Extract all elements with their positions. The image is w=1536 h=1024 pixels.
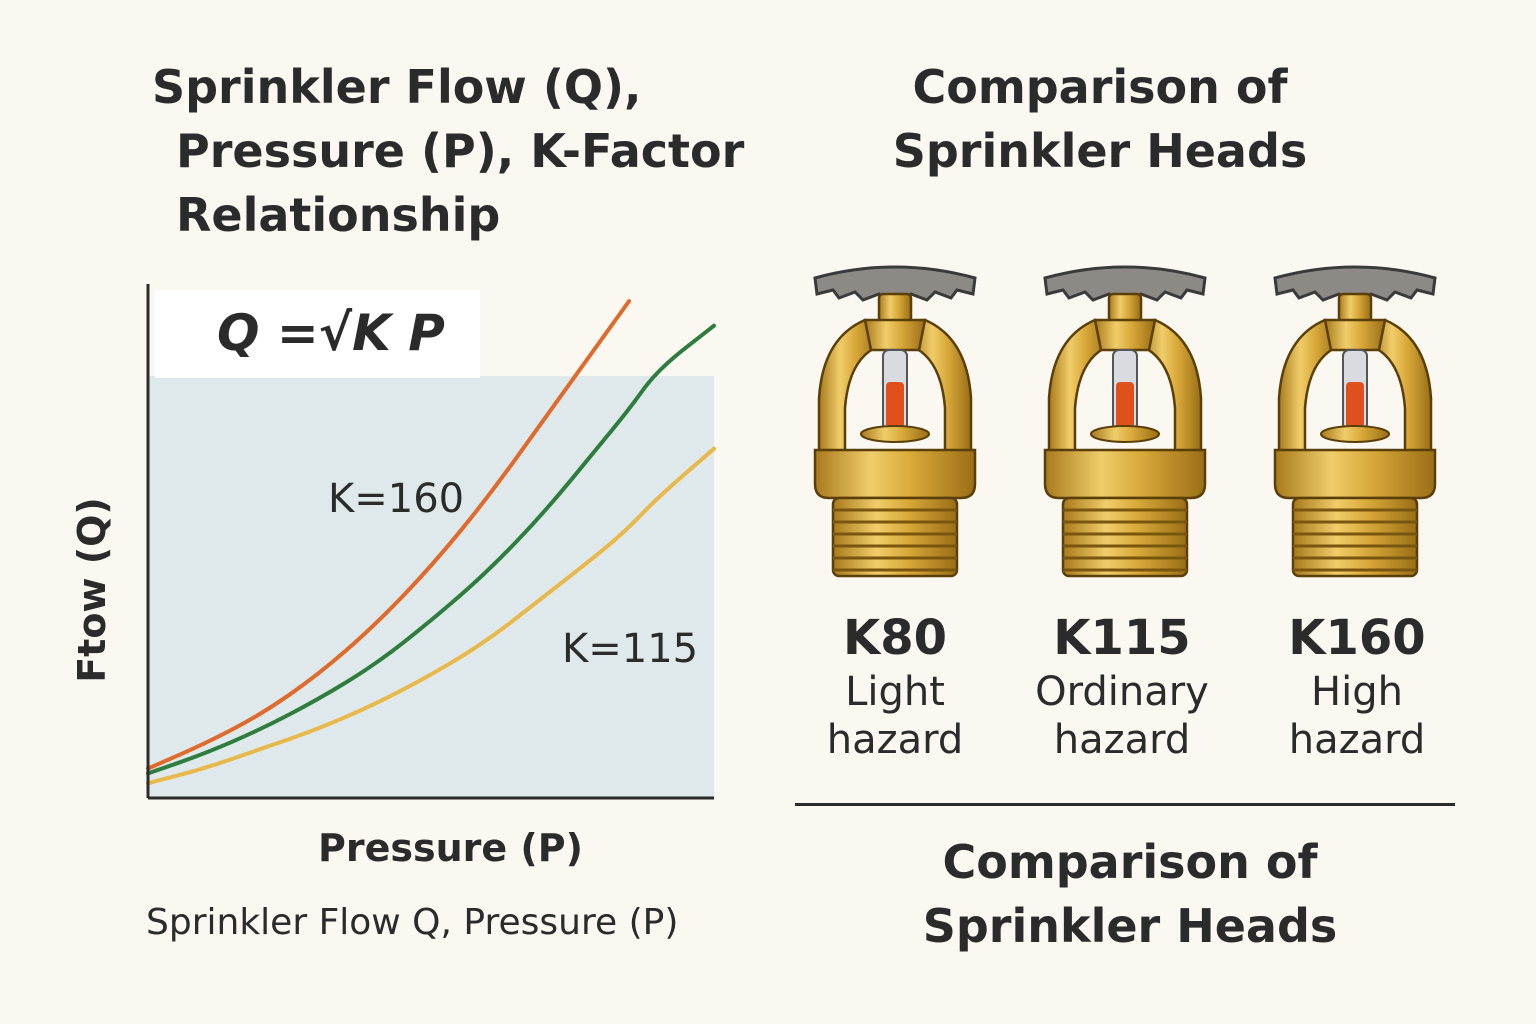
series-layer — [146, 299, 716, 786]
comparison-title-line-2: Sprinkler Heads — [892, 124, 1308, 178]
head-desc-line-1: Ordinary — [1035, 669, 1209, 715]
head-card-k80: K80 Light hazard — [780, 608, 1010, 764]
head-k-label: K115 — [1053, 610, 1191, 666]
chart-title: Sprinkler Flow (Q), Pressure (P), K-Fact… — [152, 55, 744, 247]
head-k-label: K80 — [843, 610, 947, 666]
flow-pressure-chart — [146, 284, 716, 800]
head-desc-line-1: Light — [845, 669, 945, 715]
chart-title-line-2: Pressure (P), K-Factor — [176, 124, 745, 178]
equation-text: Q =√K P — [217, 304, 445, 362]
divider-line — [795, 803, 1455, 806]
series-line-1 — [146, 323, 716, 776]
head-desc-line-1: High — [1311, 669, 1403, 715]
y-axis-label: Ftow (Q) — [70, 497, 114, 683]
equation-box: Q =√K P — [155, 290, 480, 378]
head-card-k115: K115 Ordinary hazard — [1007, 608, 1237, 764]
bottom-title-line-1: Comparison of — [942, 835, 1318, 889]
chart-caption: Sprinkler Flow Q, Pressure (P) — [146, 902, 679, 943]
head-desc-line-2: hazard — [826, 717, 964, 763]
shaded-region — [148, 376, 714, 798]
x-axis-label: Pressure (P) — [318, 826, 583, 870]
series-line-2 — [146, 446, 716, 786]
series-line-0 — [146, 299, 632, 771]
sprinkler-head-k80-icon — [813, 265, 977, 578]
chart-title-line-3: Relationship — [176, 188, 501, 242]
head-card-k160: K160 High hazard — [1242, 608, 1472, 764]
head-desc-line-2: hazard — [1053, 717, 1191, 763]
sprinkler-head-k115-icon — [1043, 265, 1207, 578]
comparison-title-line-1: Comparison of — [912, 60, 1288, 114]
sprinkler-head-k160-icon — [1273, 265, 1437, 578]
bottom-title: Comparison of Sprinkler Heads — [900, 830, 1360, 958]
annotation-k115: K=115 — [562, 626, 699, 672]
annotation-k160: K=160 — [328, 476, 465, 522]
chart-title-line-1: Sprinkler Flow (Q), — [152, 60, 642, 114]
comparison-title: Comparison of Sprinkler Heads — [880, 55, 1320, 183]
bottom-title-line-2: Sprinkler Heads — [922, 899, 1338, 953]
head-desc-line-2: hazard — [1288, 717, 1426, 763]
head-k-label: K160 — [1288, 610, 1426, 666]
